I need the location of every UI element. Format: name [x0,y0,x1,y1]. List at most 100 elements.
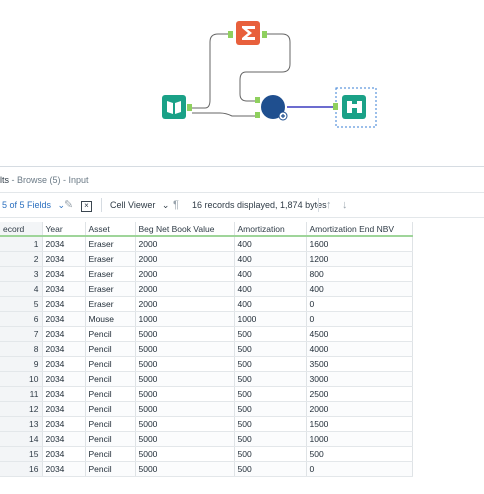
output-anchor[interactable] [262,31,267,38]
browse-tool[interactable] [333,87,377,128]
cell-record[interactable]: 13 [0,416,43,432]
cell-record[interactable]: 14 [0,431,43,447]
cell-year[interactable]: 2034 [42,266,86,282]
cell-beg-nbv[interactable]: 5000 [135,461,235,477]
cell-viewer-dropdown[interactable]: Cell Viewer ⌄ [110,193,169,217]
cell-end-nbv[interactable]: 1500 [306,416,413,432]
cell-end-nbv[interactable]: 1600 [306,236,413,252]
cell-end-nbv[interactable]: 4000 [306,341,413,357]
cell-amortization[interactable]: 500 [234,461,307,477]
cell-record[interactable]: 15 [0,446,43,462]
cell-asset[interactable]: Eraser [85,266,136,282]
cell-beg-nbv[interactable]: 5000 [135,326,235,342]
right-input-anchor[interactable] [255,112,260,118]
cell-amortization[interactable]: 500 [234,386,307,402]
close-box-icon[interactable]: × [81,193,92,217]
cell-amortization[interactable]: 400 [234,236,307,252]
arrow-up-icon[interactable]: ↑ [326,199,332,211]
cell-record[interactable]: 1 [0,236,43,252]
cell-asset[interactable]: Pencil [85,401,136,417]
cell-record[interactable]: 10 [0,371,43,387]
cell-end-nbv[interactable]: 0 [306,296,413,312]
cell-asset[interactable]: Pencil [85,461,136,477]
cell-asset[interactable]: Eraser [85,251,136,267]
cell-year[interactable]: 2034 [42,446,86,462]
cell-year[interactable]: 2034 [42,461,86,477]
pilcrow-icon[interactable]: ¶ [173,199,179,211]
cell-asset[interactable]: Pencil [85,416,136,432]
cell-beg-nbv[interactable]: 5000 [135,431,235,447]
cell-end-nbv[interactable]: 0 [306,311,413,327]
cell-asset[interactable]: Pencil [85,386,136,402]
column-header-amortization[interactable]: Amortization [234,222,307,237]
column-header-record[interactable]: ecord [0,222,43,237]
cell-record[interactable]: 12 [0,401,43,417]
column-header-end-nbv[interactable]: Amortization End NBV [306,222,413,237]
column-header-beg-nbv[interactable]: Beg Net Book Value [135,222,235,237]
cell-year[interactable]: 2034 [42,401,86,417]
cell-asset[interactable]: Eraser [85,281,136,297]
cell-amortization[interactable]: 500 [234,431,307,447]
edit-icon[interactable]: ✎ [64,199,74,211]
cell-amortization[interactable]: 400 [234,266,307,282]
cell-end-nbv[interactable]: 800 [306,266,413,282]
cell-amortization[interactable]: 500 [234,416,307,432]
cell-beg-nbv[interactable]: 2000 [135,236,235,252]
cell-end-nbv[interactable]: 500 [306,446,413,462]
cell-beg-nbv[interactable]: 5000 [135,416,235,432]
cell-year[interactable]: 2034 [42,356,86,372]
cell-amortization[interactable]: 1000 [234,311,307,327]
cell-year[interactable]: 2034 [42,386,86,402]
cell-record[interactable]: 4 [0,281,43,297]
cell-record[interactable]: 7 [0,326,43,342]
cell-beg-nbv[interactable]: 2000 [135,296,235,312]
cell-amortization[interactable]: 500 [234,371,307,387]
cell-amortization[interactable]: 500 [234,341,307,357]
join-tool[interactable] [255,95,288,121]
cell-end-nbv[interactable]: 2000 [306,401,413,417]
cell-asset[interactable]: Pencil [85,341,136,357]
cell-beg-nbv[interactable]: 2000 [135,281,235,297]
cell-record[interactable]: 8 [0,341,43,357]
cell-record[interactable]: 9 [0,356,43,372]
input-anchor[interactable] [333,103,338,110]
cell-year[interactable]: 2034 [42,431,86,447]
cell-asset[interactable]: Pencil [85,326,136,342]
cell-amortization[interactable]: 500 [234,326,307,342]
cell-end-nbv[interactable]: 1200 [306,251,413,267]
cell-amortization[interactable]: 500 [234,356,307,372]
input-anchor[interactable] [228,31,233,38]
cell-record[interactable]: 2 [0,251,43,267]
arrow-down-icon[interactable]: ↓ [342,199,348,211]
input-data-tool[interactable] [162,95,192,119]
cell-end-nbv[interactable]: 1000 [306,431,413,447]
cell-end-nbv[interactable]: 4500 [306,326,413,342]
workflow-canvas[interactable] [0,0,484,166]
left-input-anchor[interactable] [255,97,260,103]
cell-end-nbv[interactable]: 0 [306,461,413,477]
cell-asset[interactable]: Eraser [85,296,136,312]
cell-asset[interactable]: Pencil [85,356,136,372]
cell-year[interactable]: 2034 [42,296,86,312]
cell-year[interactable]: 2034 [42,311,86,327]
cell-record[interactable]: 6 [0,311,43,327]
cell-end-nbv[interactable]: 3500 [306,356,413,372]
cell-beg-nbv[interactable]: 5000 [135,401,235,417]
cell-record[interactable]: 16 [0,461,43,477]
column-header-year[interactable]: Year [42,222,86,237]
cell-year[interactable]: 2034 [42,416,86,432]
column-header-asset[interactable]: Asset [85,222,136,237]
summarize-tool[interactable] [228,21,267,45]
